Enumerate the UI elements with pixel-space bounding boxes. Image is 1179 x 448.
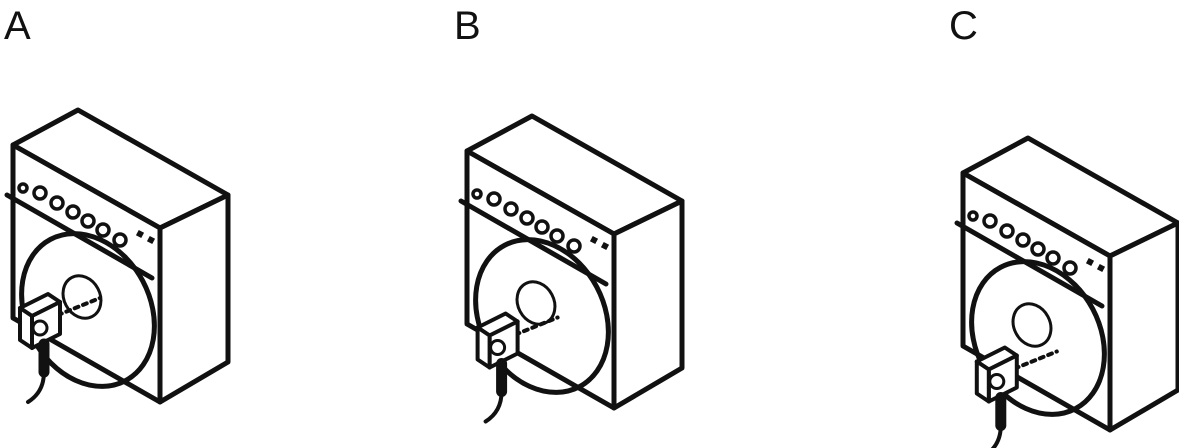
indicator-square	[1096, 263, 1106, 273]
sensor-group	[18, 292, 102, 404]
control-knob	[534, 219, 550, 235]
control-knob	[80, 213, 96, 229]
washing-machine-b	[458, 113, 685, 424]
sensor-cable-thin	[483, 389, 504, 424]
control-knob	[1015, 232, 1031, 248]
control-knob	[1062, 260, 1078, 276]
machine-body-group	[458, 113, 685, 424]
indicator-square	[1085, 257, 1095, 267]
sensor-cable-thin	[990, 423, 1003, 448]
machine-side-face	[157, 192, 231, 405]
machine-side-face	[611, 198, 685, 411]
control-knob	[566, 238, 582, 254]
panel-label-a: A	[4, 4, 31, 48]
indicator-square	[600, 241, 610, 251]
machine-body-group	[954, 135, 1179, 448]
panel-label-b: B	[454, 4, 481, 48]
door-glass	[61, 274, 103, 320]
door-glass	[1011, 302, 1053, 348]
sensor-front	[18, 306, 34, 350]
machine-side-face	[1107, 220, 1179, 433]
control-panel-line	[458, 198, 609, 287]
sensor-beam	[56, 296, 102, 317]
door-glass	[515, 280, 557, 326]
panel-a: A	[0, 0, 393, 448]
sensor-lens	[31, 319, 49, 337]
control-knob	[1045, 250, 1061, 266]
control-knob	[112, 232, 128, 248]
control-knob	[1030, 241, 1046, 257]
indicator-square	[135, 229, 145, 239]
sensor-lens	[988, 373, 1006, 390]
sensor-lens	[489, 339, 507, 356]
control-knob	[519, 210, 535, 226]
control-panel-line	[4, 192, 155, 281]
machine-body-group	[4, 107, 231, 405]
sensor-front	[974, 359, 991, 404]
sensor-group	[974, 345, 1059, 448]
control-knob	[65, 204, 81, 220]
sensor-group	[475, 311, 560, 424]
control-knob	[503, 201, 519, 217]
control-knob	[32, 185, 48, 201]
control-knob	[549, 228, 565, 244]
washing-machine-c	[954, 135, 1179, 448]
control-knob	[982, 213, 998, 229]
sensor-cable-thin	[26, 370, 46, 404]
panel-label-c: C	[949, 4, 978, 48]
control-knob	[471, 188, 483, 200]
indicator-square	[589, 235, 599, 245]
control-knob	[486, 191, 502, 207]
control-knob	[999, 223, 1015, 239]
control-knob	[95, 222, 111, 238]
indicator-square	[146, 235, 156, 245]
panel-b: B	[450, 0, 843, 448]
control-knob	[967, 210, 979, 222]
control-knob	[49, 195, 65, 211]
control-knob	[17, 182, 29, 194]
panel-c: C	[945, 0, 1179, 448]
sensor-front	[475, 325, 492, 370]
washing-machine-a	[4, 107, 231, 405]
sensor-beam	[1012, 349, 1059, 371]
sensor-beam	[513, 315, 560, 337]
control-panel-line	[954, 220, 1105, 309]
